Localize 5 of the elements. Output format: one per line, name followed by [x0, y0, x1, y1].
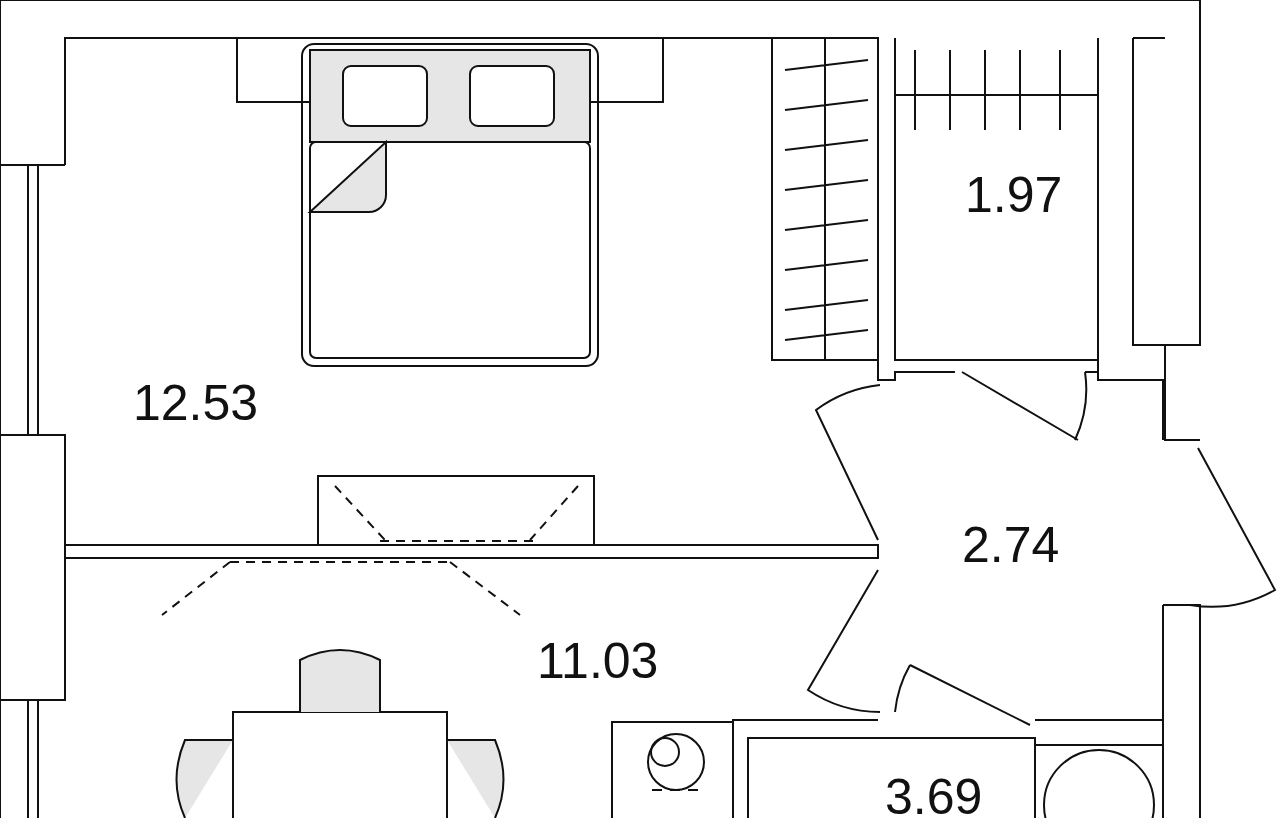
room-area-label: 11.03 [537, 636, 659, 686]
room-area-label: 2.74 [962, 520, 1060, 570]
room-area-label: 3.69 [885, 772, 983, 818]
room-area-label: 1.97 [965, 170, 1063, 220]
room-area-label: 12.53 [133, 378, 259, 428]
